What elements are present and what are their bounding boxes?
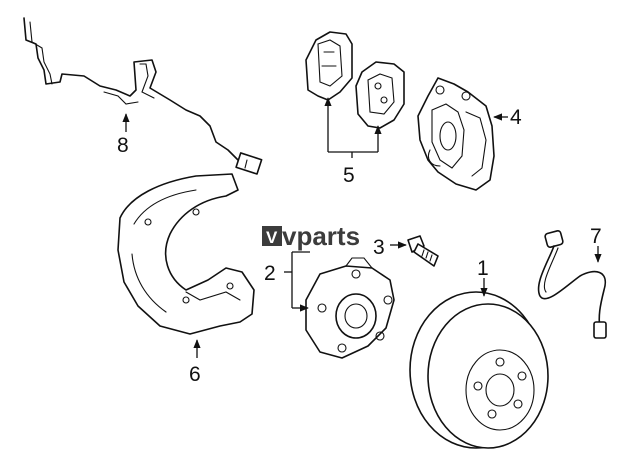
callout-7: 7 [590, 225, 602, 248]
logo-badge-icon [262, 226, 282, 246]
callout-2: 2 [264, 262, 276, 285]
abs-sensor-wire [23, 17, 263, 175]
brake-caliper [417, 77, 495, 191]
vparts-logo: V vparts [262, 221, 360, 251]
callout-5: 5 [343, 164, 355, 187]
dust-shield [117, 173, 255, 335]
brake-pad-inner [355, 61, 405, 129]
brake-hose [537, 230, 607, 339]
watermark-text: vparts [282, 221, 360, 251]
callout-8: 8 [117, 134, 129, 157]
brake-pad-outer [305, 31, 353, 101]
hub-assembly [305, 257, 395, 359]
callout-6: 6 [189, 363, 201, 386]
brake-rotor [409, 291, 549, 449]
callout-4: 4 [510, 106, 522, 129]
logo-badge-glyph: V [266, 228, 278, 247]
callout-1: 1 [477, 257, 489, 280]
callout-3: 3 [373, 236, 385, 259]
wheel-bolt [407, 235, 439, 267]
